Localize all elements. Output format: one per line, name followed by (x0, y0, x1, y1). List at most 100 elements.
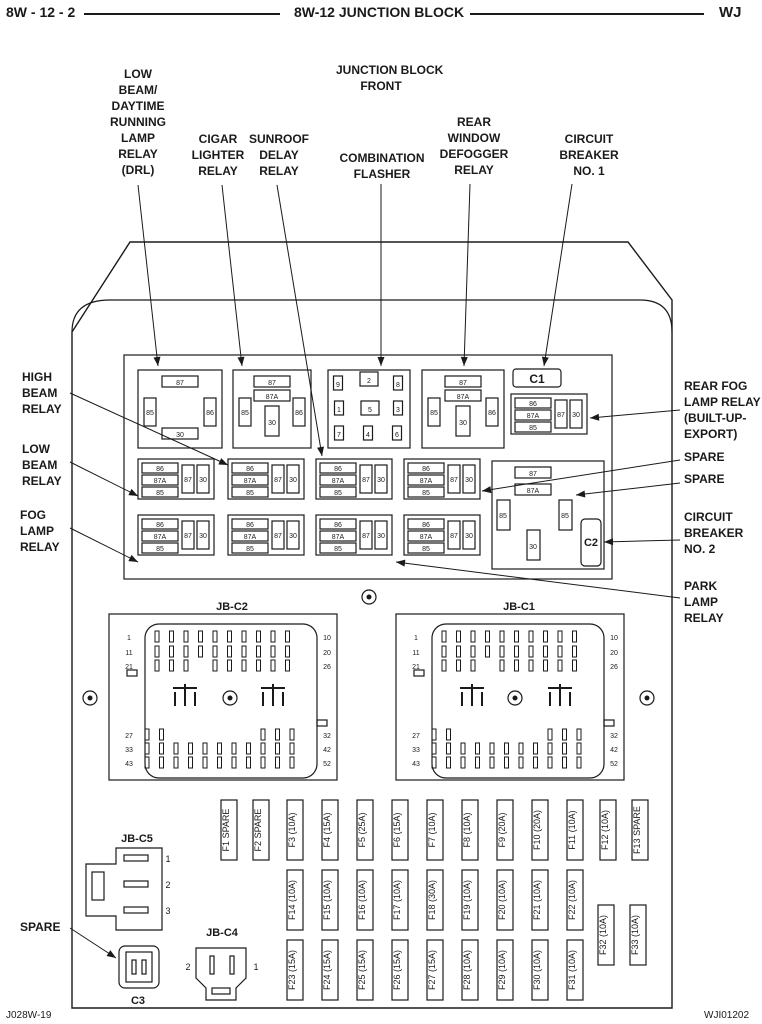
label-junction-block-front: JUNCTION BLOCK FRONT (336, 63, 444, 93)
jb-c1-connector-slot-f2 (460, 756, 466, 769)
c3-connector (118, 945, 160, 989)
jb-c2-connector-slot-b0 (154, 645, 160, 658)
jb-c2-connector-slot-c9 (285, 659, 290, 672)
jb-c2-connector-slot-a4 (212, 630, 218, 643)
spare-relay-1-lbl-87: 87 (450, 477, 458, 484)
fuse-f8 (461, 799, 479, 861)
small-relay-3-lbl-85: 85 (334, 546, 342, 553)
rear-defogger-relay-term-85 (427, 397, 441, 427)
jb-c2-connector-slot-d9 (275, 728, 280, 741)
jb-c1-connector-slot-c6 (528, 659, 534, 672)
jb-c2-connector-pin-right-52: 52 (323, 761, 331, 768)
fuse-f15-label: F15 (10A) (322, 880, 332, 920)
sunroof-delay-relay-lbl-86: 86 (334, 466, 342, 473)
flasher-pin-label-3: 3 (396, 407, 400, 414)
arrow-rear-fog-head (590, 413, 600, 421)
fuse-f3-label: F3 (10A) (287, 812, 297, 847)
spare-relay-2-term-85b (558, 499, 573, 531)
jb-c2-connector-slot-a9 (285, 630, 290, 643)
small-relay-2-term-86 (231, 518, 269, 530)
jb-c1-connector-pin-left-1: 1 (414, 635, 418, 642)
jb-c2-connector-slot-e6 (231, 742, 237, 755)
jb-c2-connector-slot-b2 (183, 645, 189, 658)
small-relay-2-term-87a (231, 530, 269, 542)
spare-relay-1-term-30 (462, 464, 476, 494)
arrow-fog-lamp (69, 527, 139, 563)
small-relay-2-lbl-87: 87 (274, 533, 282, 540)
jb-c2-connector-slot-e10 (289, 742, 295, 755)
jb-c2-connector-slot-d1 (159, 728, 164, 741)
rear-fog-lamp-relay-lbl-87: 87 (557, 412, 565, 419)
spare-relay-2-term-30 (526, 529, 541, 561)
jb-c2-connector-latch-left (126, 669, 138, 677)
rear-defogger-relay-lbl-85: 85 (430, 410, 438, 417)
jb-c1-connector-slot-c5 (514, 659, 519, 672)
park-lamp-relay-lbl-87a: 87A (420, 534, 433, 541)
jb-c2-connector-slot-c0 (154, 659, 160, 672)
fuse-f4-label: F4 (15A) (322, 812, 332, 847)
jb-c1-connector-slot-d1 (446, 728, 451, 741)
fuse-f11-label: F11 (10A) (567, 810, 577, 849)
fog-lamp-relay-lbl-85: 85 (156, 546, 164, 553)
flasher-pin-6 (391, 425, 403, 441)
arrow-circuit-breaker-2 (603, 539, 681, 543)
flasher-pin-label-5: 5 (368, 407, 372, 414)
small-relay-3-term-87 (359, 520, 373, 550)
fuse-f30-label: F30 (10A) (532, 950, 542, 990)
label-park-lamp-relay: PARK LAMP RELAY (684, 579, 724, 625)
fuse-f24-label: F24 (15A) (322, 950, 332, 990)
circuit-breaker-1 (512, 368, 562, 388)
jb-c2-connector-slot-f9 (275, 756, 280, 769)
jb-c4-connector (195, 947, 247, 1001)
flasher-pin-label-8: 8 (396, 382, 400, 389)
jb-c2-connector-slot-f3 (188, 756, 193, 769)
c3-terminal-a (131, 959, 137, 975)
high-beam-relay-term-30 (286, 464, 300, 494)
jb-c5-pin-3: 3 (165, 906, 170, 916)
jb-c2-connector-slot-e2 (173, 742, 179, 755)
header-rule-left (84, 13, 280, 15)
spare-relay-2-lbl-85b: 85 (561, 513, 569, 520)
fuse-f3 (286, 799, 304, 861)
drl-relay-term-87 (161, 375, 199, 388)
flasher-pin-label-1: 1 (337, 407, 341, 414)
jb-c2-connector-pin-left-21: 21 (125, 664, 133, 671)
low-beam-relay-lbl-87a: 87A (154, 478, 167, 485)
fuse-f18-label: F18 (30A) (427, 880, 437, 920)
jb-c2-connector-slot-e0 (144, 742, 150, 755)
fuse-f18 (426, 869, 444, 931)
fuse-f6 (391, 799, 409, 861)
jb-c2-connector-key-right (261, 684, 285, 706)
drl-relay-term-86 (203, 397, 217, 427)
low-beam-relay-term-87 (181, 464, 195, 494)
fog-lamp-relay-lbl-30: 30 (199, 533, 207, 540)
jb-c1-connector-slot-f9 (562, 756, 567, 769)
fuse-f29-label: F29 (10A) (497, 950, 507, 990)
jb-c1-connector-slot-c9 (572, 659, 577, 672)
screw-hole-c2 (222, 690, 238, 706)
fuse-f1-label: F1 SPARE (221, 809, 231, 852)
small-relay-3 (315, 514, 393, 556)
flasher-pin-2 (359, 371, 379, 387)
arrow-low-beam-head (128, 488, 138, 496)
jb-c1-connector-slot-f7 (533, 756, 538, 769)
fuse-f15 (321, 869, 339, 931)
jb-c1-connector-slot-b1 (456, 645, 461, 658)
jb-c5-connector (85, 847, 163, 931)
fog-lamp-relay-lbl-86: 86 (156, 522, 164, 529)
jb-c2-connector-slot-e8 (260, 742, 266, 755)
flasher-pin-5 (360, 400, 380, 416)
footer-right-code: WJI01202 (704, 1010, 750, 1021)
fog-lamp-relay-term-87 (181, 520, 195, 550)
flasher-pin-1 (333, 400, 345, 416)
header-rule-right (470, 13, 704, 15)
jb-c1-connector-slot-f6 (518, 756, 524, 769)
jb-c2-connector-slot-a8 (270, 630, 276, 643)
cigar-lighter-relay-lbl-87a: 87A (266, 394, 279, 401)
small-relay-3-lbl-87a: 87A (332, 534, 345, 541)
arrow-sunroof-delay (276, 184, 323, 457)
spare-relay-2-term-87a (514, 483, 552, 496)
jb-c2-connector-slot-a5 (227, 630, 232, 643)
fuse-f13 (631, 799, 649, 861)
